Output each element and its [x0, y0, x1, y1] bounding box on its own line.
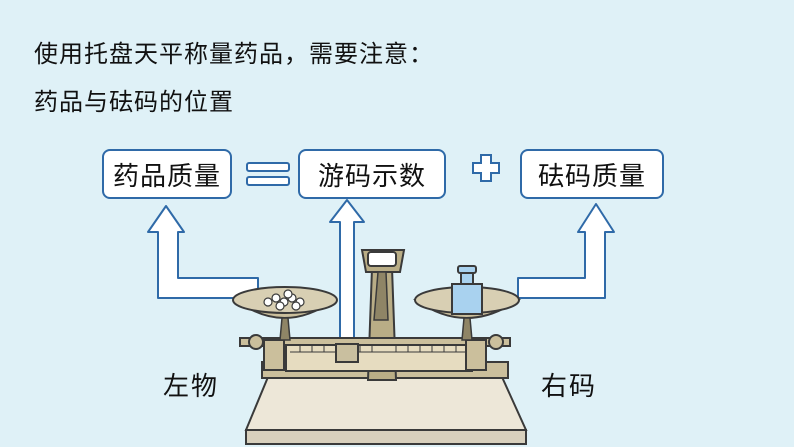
left-pan — [232, 286, 338, 341]
right-label: 右码 — [541, 372, 598, 402]
left-label: 左物 — [163, 372, 220, 402]
instruction-text: 使用托盘天平称量药品，需要注意： — [34, 40, 434, 68]
plus-icon — [472, 154, 500, 182]
rider-reading-box: 游码示数 — [298, 149, 446, 199]
subheading-text: 药品与砝码的位置 — [34, 88, 234, 116]
weight-icon — [451, 265, 483, 315]
right-pan — [412, 265, 522, 341]
chemical-pellets — [263, 289, 305, 311]
right-arrow — [517, 203, 615, 299]
rider-icon — [335, 343, 359, 363]
middle-arrow — [329, 199, 365, 359]
drug-mass-box: 药品质量 — [102, 149, 232, 199]
weight-mass-box: 砝码质量 — [520, 149, 664, 199]
left-arrow — [147, 205, 259, 299]
equals-icon — [246, 162, 290, 186]
balance-beam — [239, 334, 511, 372]
